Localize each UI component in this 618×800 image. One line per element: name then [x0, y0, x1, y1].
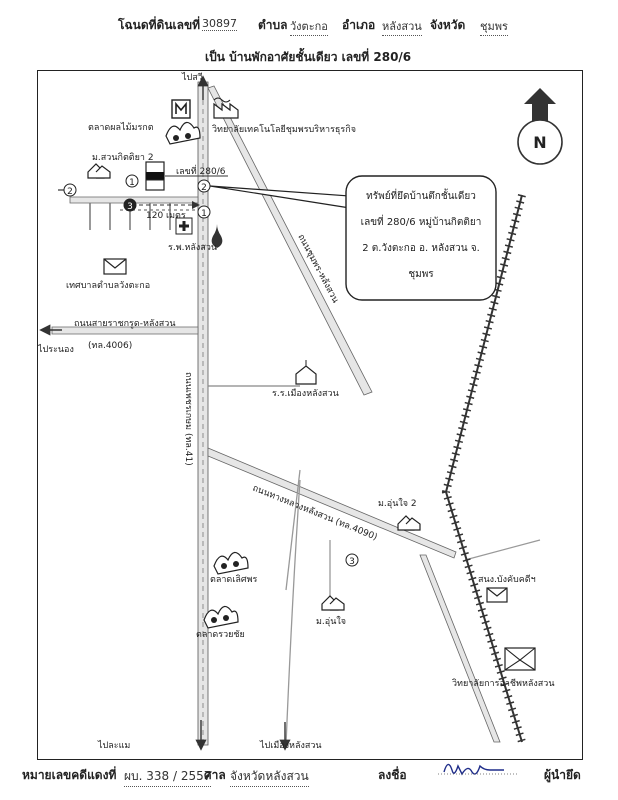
- label-fruit-market: ตลาดผลไม้มรกต: [88, 122, 154, 133]
- court-name: จังหวัดหลังสวน: [230, 767, 309, 787]
- label-municipality: เทศบาลตำบลวังตะกอ: [66, 280, 150, 291]
- marker-1-bottom: 1: [197, 205, 211, 219]
- province-label: จังหวัด: [430, 18, 466, 32]
- road-lower-diagonal: [207, 447, 457, 559]
- label-to-lamae: ไปละแม: [97, 740, 130, 751]
- market-lertpong-icon: [213, 551, 249, 575]
- vocational-college-icon: [504, 647, 536, 671]
- callout-line-2: เลขที่ 280/6 หมู่บ้านกิตติยา: [361, 214, 482, 228]
- label-village: ม.สวนกิตติยา 2: [92, 152, 154, 163]
- road-ratchakrut: [39, 324, 199, 336]
- market-ruaychai-icon: [203, 605, 239, 629]
- north-arrow: [517, 88, 563, 165]
- callout-line-3: 2 ต.วังตะกอ อ. หลังสวน จ.: [362, 243, 480, 254]
- college-icon: [171, 99, 191, 119]
- marker-3-label: 3: [127, 202, 133, 212]
- village-unjai-icon: [321, 595, 345, 611]
- label-house-number: เลขที่ 280/6: [176, 164, 226, 177]
- temple-icon: [211, 224, 223, 248]
- label-school: ร.ร.เมืองหลังสวน: [272, 388, 339, 399]
- case-number: ผบ. 338 / 2557: [124, 767, 212, 787]
- label-market-lertpong: ตลาดเลิศพร: [210, 574, 257, 585]
- map-frame: [37, 70, 583, 760]
- south-arrows: [195, 75, 291, 751]
- marker-3: 3: [123, 198, 137, 212]
- village-unjai2-icon: [397, 515, 421, 531]
- sign-label: ลงชื่อ: [378, 768, 407, 782]
- deed-label: โฉนดที่ดินเลขที่: [118, 18, 201, 32]
- court-label: ศาล: [204, 768, 226, 782]
- amphoe-label: อำเภอ: [342, 18, 376, 32]
- case-label: หมายเลขคดีแดงที่: [22, 768, 117, 782]
- callout-line-1: ทรัพย์ที่ยึดบ้านตึกชั้นเดียว: [366, 188, 476, 202]
- road-chumphon-langsuan: [207, 85, 373, 396]
- label-to-langsuan: ไปเมืองหลังสวน: [259, 740, 322, 751]
- marker-2-west: 2: [63, 183, 77, 197]
- callout-line-4: ชุมพร: [408, 269, 434, 280]
- province-value: ชุมพร: [480, 17, 508, 36]
- tambon-label: ตำบล: [258, 18, 288, 32]
- deed-number: 30897: [202, 17, 237, 31]
- label-vocational-college: วิทยาลัยการอาชีพหลังสวน: [452, 678, 554, 689]
- municipality-icon: [103, 258, 127, 275]
- label-hospital: ร.พ.หลังสวน: [168, 243, 217, 253]
- label-to-ranong: ไประนอง: [37, 344, 74, 355]
- railway-line: [441, 194, 526, 744]
- label-enforcement-office: สนง.บังคับคดีฯ: [478, 574, 536, 585]
- hospital-icon: [175, 217, 193, 235]
- marker-2-west-label: 2: [67, 187, 73, 197]
- road-east: [419, 539, 541, 743]
- page-subtitle: เป็น บ้านพักอาศัยชั้นเดียว เลขที่ 280/6: [205, 50, 412, 64]
- market-icon: [165, 121, 201, 145]
- label-college: วิทยาลัยเทคโนโลยีชุมพรบริหารธุรกิจ: [212, 124, 356, 135]
- village-icon: [87, 163, 111, 179]
- label-road-ratchakrut: ถนนสายราชกรูด-หลังสวน: [74, 319, 176, 329]
- label-distance: 120 เมตร: [146, 211, 186, 221]
- school-icon: [295, 360, 317, 385]
- enforcement-office-icon: [486, 587, 508, 603]
- marker-2-label: 2: [201, 183, 207, 193]
- label-to-sawi: ไปสวี: [181, 72, 203, 83]
- marker-1-bottom-label: 1: [201, 209, 207, 219]
- tambon-value: วังตะกอ: [290, 17, 328, 36]
- marker-3-south: 3: [345, 553, 359, 567]
- marker-1-label: 1: [129, 178, 135, 188]
- north-label: N: [533, 133, 546, 152]
- label-village-unjai2: ม.อุ่นใจ 2: [378, 498, 417, 509]
- signature-image: [438, 763, 518, 776]
- marker-2: 2: [197, 179, 211, 193]
- label-road-ratchakrut-no: (ทล.4006): [88, 341, 132, 351]
- label-market-ruaychai: ตลาดรวยชัย: [196, 630, 245, 640]
- road-to-langsuan: [285, 469, 331, 746]
- label-village-unjai: ม.อุ่นใจ: [316, 616, 346, 627]
- property-callout: [209, 175, 497, 301]
- label-road-phetkasem: ถนนเพชรเกษม (ทล.41): [183, 372, 193, 466]
- factory-icon: [213, 97, 239, 119]
- amphoe-value: หลังสวน: [382, 17, 422, 36]
- marker-1-top: 1: [125, 174, 139, 188]
- marker-3-south-label: 3: [349, 557, 355, 567]
- property-building: [145, 161, 165, 191]
- seizer-label: ผู้นำยึด: [544, 768, 581, 782]
